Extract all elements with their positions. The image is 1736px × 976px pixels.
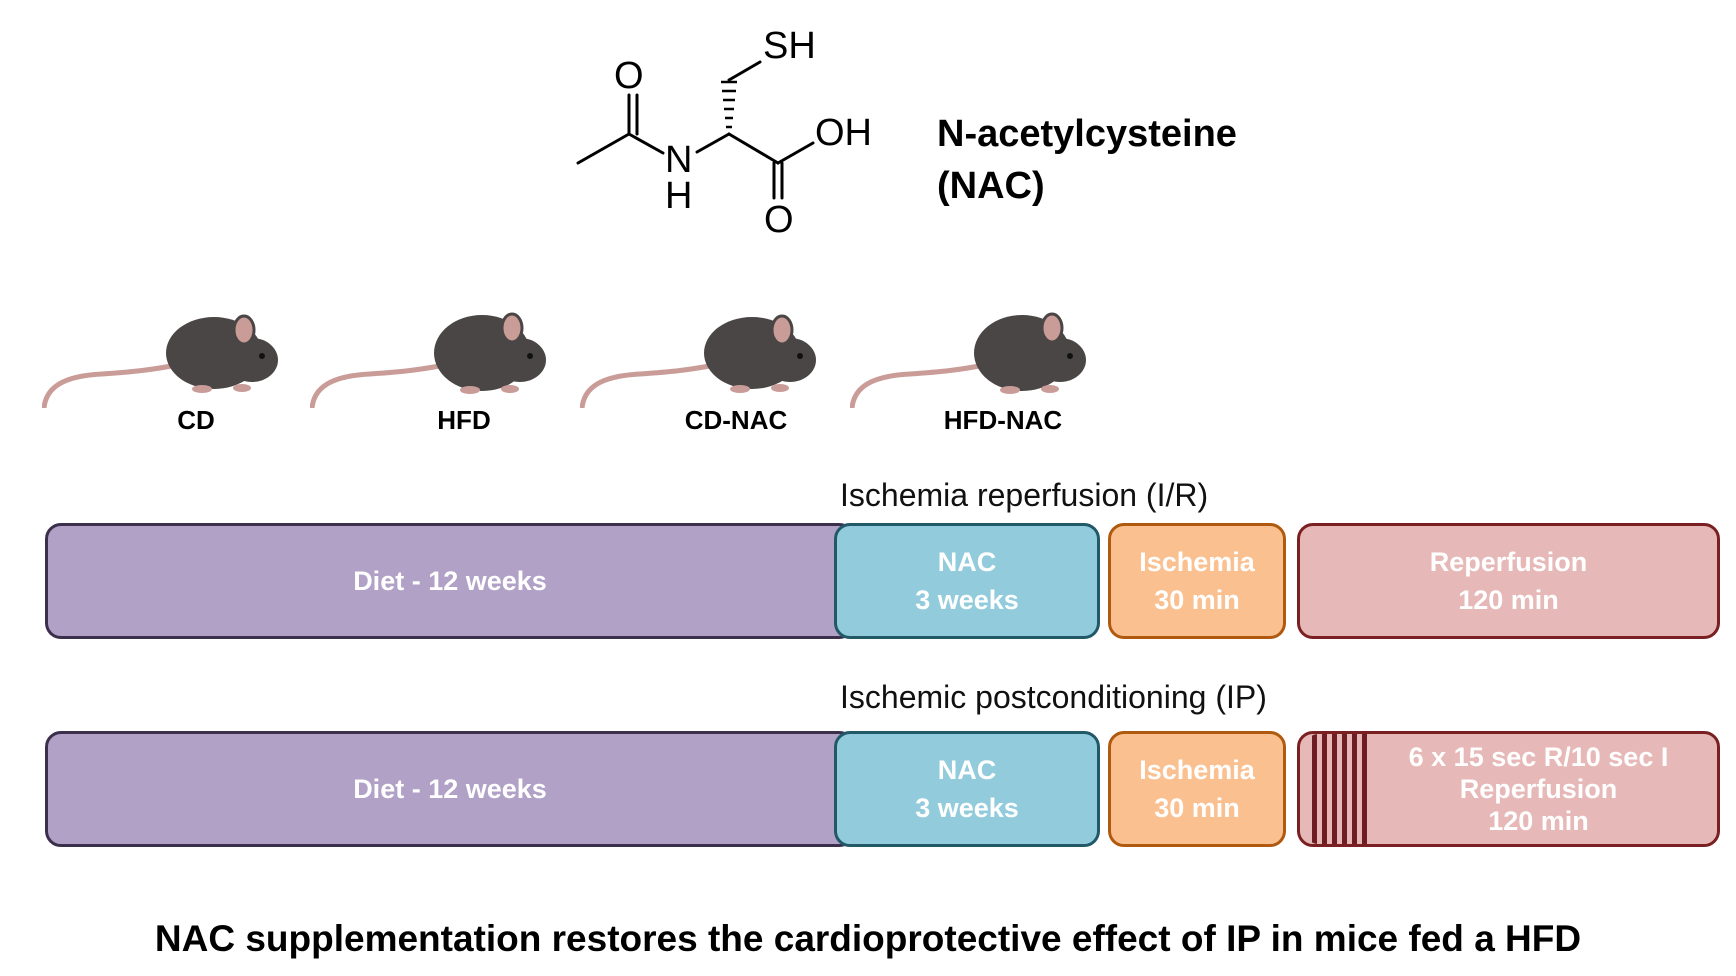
reperfusion-bar-line2: 120 min <box>1458 585 1559 615</box>
diet-bar-label: Diet - 12 weeks <box>353 774 547 804</box>
ischemia-bar-line1: Ischemia <box>1139 547 1255 577</box>
nac-structure: SH O OH N H O <box>576 25 872 241</box>
diet-bar-label: Diet - 12 weeks <box>353 566 547 596</box>
mouse-icon <box>580 314 816 408</box>
conclusion-caption: NAC supplementation restores the cardiop… <box>154 918 1582 959</box>
ischemia-bar-line2: 30 min <box>1154 585 1240 615</box>
protocol-title-ir: Ischemia reperfusion (I/R) <box>840 477 1209 513</box>
atom-oh: OH <box>815 112 872 154</box>
mouse-icon <box>42 314 278 408</box>
reperfusion-bar-line1: 6 x 15 sec R/10 sec I <box>1408 742 1669 772</box>
reperfusion-bar-ir: Reperfusion 120 min <box>1297 523 1720 639</box>
drug-name-line1: N-acetylcysteine <box>937 113 1237 155</box>
reperfusion-ip-text: 6 x 15 sec R/10 sec I Reperfusion 120 mi… <box>1349 741 1669 837</box>
ischemia-bar-line1: Ischemia <box>1139 755 1255 785</box>
atom-n: N <box>665 139 692 181</box>
ischemia-bar-line2: 30 min <box>1154 793 1240 823</box>
reperfusion-bar-ip: 6 x 15 sec R/10 sec I Reperfusion 120 mi… <box>1297 731 1720 847</box>
atom-o-carbonyl: O <box>614 55 644 97</box>
diet-bar-ir: Diet - 12 weeks <box>45 523 855 639</box>
reperfusion-bar-line1: Reperfusion <box>1429 547 1588 577</box>
atom-sh: SH <box>763 25 816 67</box>
protocol-title-ip: Ischemic postconditioning (IP) <box>840 679 1267 715</box>
mouse-icon <box>310 312 546 408</box>
group-label-cd: CD <box>177 405 215 435</box>
nac-bar-line2: 3 weeks <box>915 585 1019 615</box>
atom-o-acid: O <box>764 199 794 241</box>
group-label-hfd: HFD <box>437 405 491 435</box>
drug-name: N-acetylcysteine (NAC) <box>937 108 1237 212</box>
group-label-cd-nac: CD-NAC <box>684 405 788 435</box>
ischemia-bar-ip: Ischemia 30 min <box>1108 731 1286 847</box>
reperfusion-bar-line3: 120 min <box>1488 806 1589 836</box>
diet-bar-ip: Diet - 12 weeks <box>45 731 855 847</box>
nac-bar-line2: 3 weeks <box>915 793 1019 823</box>
nac-bar-ir: NAC 3 weeks <box>834 523 1100 639</box>
nac-bar-line1: NAC <box>937 755 997 785</box>
reperfusion-bar-line2: Reperfusion <box>1459 774 1618 804</box>
postconditioning-cycles-stripes <box>1306 734 1368 844</box>
nac-bar-line1: NAC <box>937 547 997 577</box>
group-label-hfd-nac: HFD-NAC <box>943 405 1063 435</box>
ischemia-bar-ir: Ischemia 30 min <box>1108 523 1286 639</box>
mouse-icon <box>850 312 1086 408</box>
atom-h: H <box>665 175 692 217</box>
nac-bar-ip: NAC 3 weeks <box>834 731 1100 847</box>
drug-name-line2: (NAC) <box>937 165 1045 207</box>
